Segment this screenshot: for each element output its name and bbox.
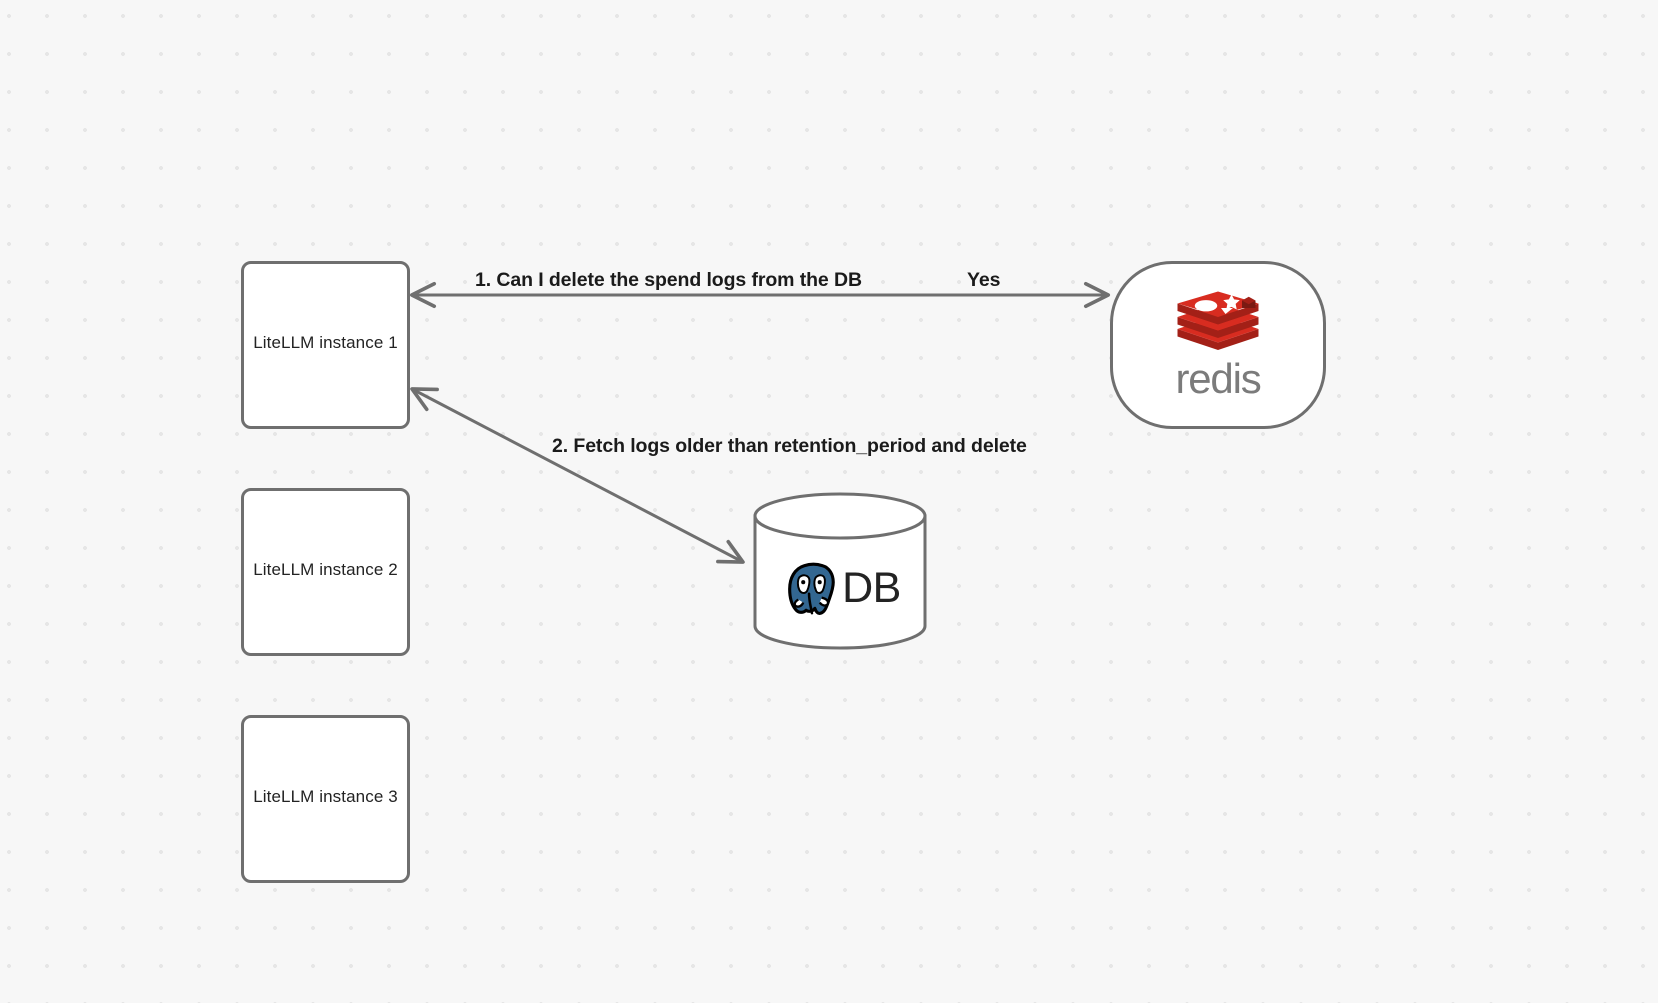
edge-label-question: 1. Can I delete the spend logs from the … [475,269,862,291]
db-text-label: DB [842,563,901,612]
node-label-litellm-2: LiteLLM instance 2 [253,560,398,579]
node-label-litellm-1: LiteLLM instance 1 [253,333,398,352]
edge-label-fetch-delete: 2. Fetch logs older than retention_perio… [552,435,1027,457]
node-litellm-instance-2[interactable]: LiteLLM instance 2 [241,488,410,656]
node-label-litellm-3: LiteLLM instance 3 [253,787,398,806]
postgresql-elephant-icon [788,562,835,615]
redis-wordmark-label: redis [1175,355,1261,402]
edge-label-answer: Yes [967,269,1001,291]
node-litellm-instance-3[interactable]: LiteLLM instance 3 [241,715,410,883]
redis-logo-icon [1177,291,1259,350]
cylinder-shape [753,492,927,650]
node-redis[interactable]: redis [1110,261,1326,429]
node-litellm-instance-1[interactable]: LiteLLM instance 1 [241,261,410,429]
node-postgres-db[interactable]: DB [752,492,928,650]
